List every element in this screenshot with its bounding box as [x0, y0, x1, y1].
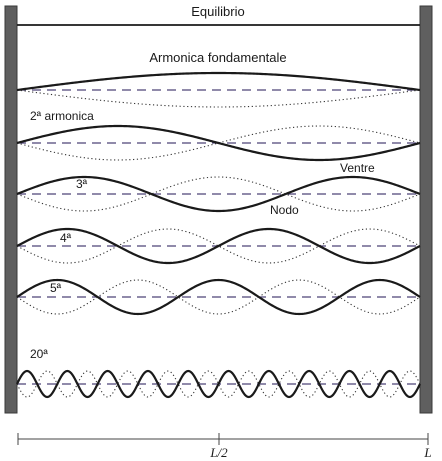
- node-label: Nodo: [270, 203, 299, 217]
- harmonic-2-solid-curve: [16, 124, 421, 162]
- harmonic-4-solid-curve: [16, 227, 421, 265]
- harmonic-3-solid-curve: [16, 175, 421, 213]
- scale-half-label: L/2: [209, 445, 228, 460]
- harmonic-3-dotted-curve: [16, 176, 421, 212]
- scale-full-label: L: [423, 445, 431, 460]
- antinode-label: Ventre: [340, 161, 375, 175]
- harmonic-2-dotted-curve: [16, 125, 421, 161]
- harmonic-2-label: 2ª armonica: [30, 109, 94, 123]
- harmonic-3-label: 3ª: [76, 177, 88, 191]
- harmonic-20-solid-curve: [16, 369, 421, 399]
- harmonic-3-wave: [16, 175, 421, 213]
- harmonic-20-wave: [16, 369, 421, 399]
- harmonic-5-wave: [16, 278, 421, 316]
- harmonic-5-solid-curve: [16, 278, 421, 316]
- left-wall: [4, 5, 18, 414]
- length-scale: [17, 433, 429, 445]
- harmonic-1-wave: [16, 71, 421, 108]
- harmonic-4-wave: [16, 227, 421, 265]
- equilibrium-label: Equilibrio: [191, 4, 244, 19]
- harmonic-5-label: 5ª: [50, 281, 62, 295]
- right-wall: [419, 5, 433, 414]
- harmonic-1-dotted-curve: [16, 89, 421, 108]
- harmonic-20-label: 20ª: [30, 347, 48, 361]
- harmonic-5-dotted-curve: [16, 279, 421, 315]
- harmonic-1-solid-curve: [16, 71, 421, 92]
- harmonic-2-wave: [16, 124, 421, 162]
- harmonic-waves: [16, 71, 421, 399]
- harmonic-4-label: 4ª: [60, 231, 72, 245]
- fundamental-label: Armonica fondamentale: [149, 50, 286, 65]
